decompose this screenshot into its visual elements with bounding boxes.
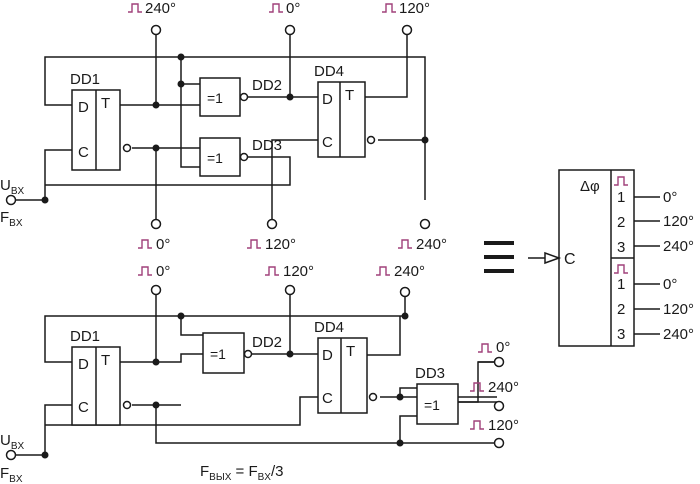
pulse-icon [138,239,152,249]
bottom-out-0: 0° [156,263,170,280]
pulse-icon [470,420,484,430]
pulse-icon [478,343,492,353]
symbol-g2-3: 3 [617,326,625,343]
pulse-icon [247,239,261,249]
symbol-out1-0: 0° [663,189,677,206]
pulse-icon [376,266,390,276]
equivalence-sign [484,241,514,273]
pulse-icon [382,3,396,13]
bottom-input-f: FBX [0,465,23,484]
top-dd3-gate: =1 [207,150,223,166]
bottom-dd1-c: C [78,399,89,416]
top-dd1-t: T [101,95,110,112]
bottom-out-120: 120° [283,263,314,280]
symbol-g2-1: 1 [617,276,625,293]
bottom-input-labels: UBX FBX [0,432,25,484]
top-dd2: =1 DD2 [199,77,282,117]
symbol-g2-2: 2 [617,301,625,318]
symbol-out2-0: 0° [663,276,677,293]
pulse-icon [138,266,152,276]
bottom-pins [5,284,505,461]
symbol-out2-120: 120° [663,301,694,318]
top-out-240: 240° [145,0,176,17]
bottom-right-out-0: 0° [496,339,510,356]
top-output-labels-upper: 240° 0° 120° [128,0,430,17]
top-dd1-label: DD1 [70,71,100,88]
pulse-icon [614,176,628,186]
top-dd1: DD1 D T C [70,71,132,171]
bottom-dd2: =1 DD2 [202,332,282,374]
top-out-120: 120° [399,0,430,17]
top-input-u: UBX [0,177,25,197]
top-out-0: 0° [286,0,300,17]
top-wires [15,30,426,222]
top-dd4: DD4 D T C [314,63,376,158]
bottom-dd4-label: DD4 [314,319,344,336]
symbol-c: C [564,251,576,268]
symbol-out1-120: 120° [663,213,694,230]
top-dd2-label: DD2 [252,77,282,94]
bottom-dd3-label: DD3 [415,365,445,382]
symbol-title: Δφ [580,178,600,195]
bottom-dd2-label: DD2 [252,334,282,351]
frequency-formula: FВЫХ = FBX/3 [200,463,284,483]
bottom-dd3: =1 DD3 [415,365,459,425]
top-dd1-c: C [78,144,89,161]
bottom-circuit: DD1 D T C =1 DD2 DD4 D T C =1 DD3 [0,263,519,484]
top-dd4-t: T [345,87,354,104]
bottom-pin-out-240: 240° [416,236,447,253]
symbol-out2-240: 240° [663,326,694,343]
symbol-g1-2: 2 [617,214,625,231]
top-dd4-d: D [322,91,333,108]
bottom-dd2-gate: =1 [210,346,226,362]
pulse-icon [269,3,283,13]
top-dd2-gate: =1 [207,90,223,106]
pulse-icon [470,382,484,392]
symbol-g1-3: 3 [617,239,625,256]
bottom-dd4-d: D [322,347,333,364]
bottom-dd1: DD1 D T C [70,328,132,426]
bottom-dd4-t: T [346,343,355,360]
bottom-pin-out-0: 0° [156,236,170,253]
bottom-dd3-gate: =1 [424,397,440,413]
top-dd3: =1 DD3 [199,137,282,177]
symbol-out1-240: 240° [663,238,694,255]
top-junctions [41,53,429,204]
bottom-out-240: 240° [394,263,425,280]
symbol-g1-1: 1 [617,189,625,206]
bottom-pin-out-120: 120° [265,236,296,253]
bottom-right-out-120: 120° [488,417,519,434]
bottom-output-labels-upper: 0° 120° 240° [138,263,425,280]
bottom-dd1-d: D [78,356,89,373]
bottom-dd4-c: C [322,390,333,407]
top-output-labels-lower: 0° 120° 240° [138,236,447,253]
pulse-icon [128,3,142,13]
bottom-dd4: DD4 D T C [314,319,378,414]
phase-shifter-symbol: C Δφ 1 2 3 1 2 3 0° 120° 240° 0° 120° 24… [528,169,694,347]
bottom-dd1-label: DD1 [70,328,100,345]
top-pins [5,24,431,230]
pulse-icon [614,264,628,274]
top-input-labels: UBX FBX [0,177,25,229]
top-dd4-c: C [322,134,333,151]
bottom-right-out-240: 240° [488,379,519,396]
bottom-input-u: UBX [0,432,25,452]
bottom-output-labels-right: 0° 240° 120° [470,339,519,434]
pulse-icon [265,266,279,276]
top-circuit: DD1 D T C =1 DD2 =1 DD3 DD4 D T [0,0,447,253]
top-dd3-label: DD3 [252,137,282,154]
top-dd1-d: D [78,99,89,116]
bottom-junctions [41,312,409,459]
pulse-icon [398,239,412,249]
top-dd4-label: DD4 [314,63,344,80]
bottom-dd1-t: T [101,352,110,369]
top-input-f: FBX [0,209,23,229]
